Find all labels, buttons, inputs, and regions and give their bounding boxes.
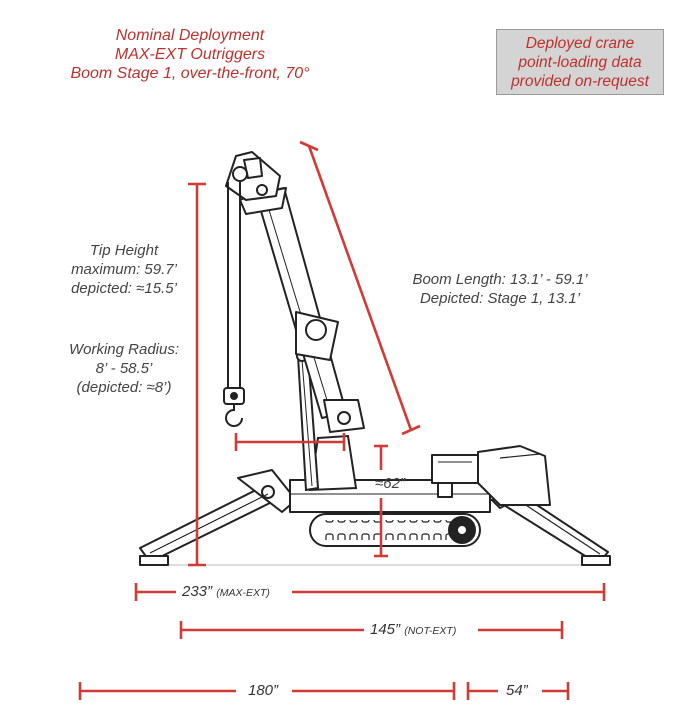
length-54-dimension: 54” bbox=[502, 682, 532, 700]
max-ext-qualifier: (MAX-EXT) bbox=[216, 587, 270, 599]
dimension-lines bbox=[78, 140, 606, 700]
crawler-track bbox=[309, 513, 481, 547]
length-180-dimension: 180” bbox=[244, 682, 283, 700]
boom-length-cap-top bbox=[299, 140, 319, 152]
tip-height-label: Tip Height maximum: 59.7’ depicted: ≈15.… bbox=[54, 241, 194, 298]
boom-length-line-2: Depicted: Stage 1, 13.1’ bbox=[419, 290, 581, 307]
diagram-title: Nominal Deployment MAX-EXT Outriggers Bo… bbox=[50, 26, 330, 83]
callout-line-1: Deployed crane bbox=[525, 35, 635, 52]
tip-height-line-1: Tip Height bbox=[89, 242, 159, 259]
tip-height-line-2: maximum: 59.7’ bbox=[71, 261, 177, 278]
title-line-2: MAX-EXT Outriggers bbox=[114, 46, 266, 63]
boom-head bbox=[225, 151, 281, 201]
not-ext-value: 145” bbox=[370, 621, 401, 638]
left-outrigger bbox=[139, 469, 297, 566]
boom-length-cap-bottom bbox=[401, 424, 421, 436]
max-ext-dimension: 233” (MAX-EXT) bbox=[178, 583, 274, 602]
not-ext-qualifier: (NOT-EXT) bbox=[404, 625, 457, 637]
boom-length-label: Boom Length: 13.1’ - 59.1’ Depicted: Sta… bbox=[390, 270, 610, 308]
callout-line-2: point-loading data bbox=[518, 54, 642, 71]
boom-length-line bbox=[307, 145, 413, 431]
not-ext-dimension: 145” (NOT-EXT) bbox=[366, 621, 461, 640]
working-radius-label: Working Radius: 8’ - 58.5’ (depicted: ≈8… bbox=[54, 340, 194, 397]
boom-length-line-1: Boom Length: 13.1’ - 59.1’ bbox=[412, 271, 588, 288]
max-ext-value: 233” bbox=[182, 583, 213, 600]
title-line-1: Nominal Deployment bbox=[115, 27, 265, 44]
title-line-3: Boom Stage 1, over-the-front, 70° bbox=[70, 65, 310, 82]
working-radius-line-1: Working Radius: bbox=[68, 341, 180, 358]
clearance-label: ≈62” bbox=[375, 475, 405, 492]
callout-line-3: provided on-request bbox=[511, 73, 649, 90]
working-radius-line-3: (depicted: ≈8’) bbox=[76, 379, 172, 396]
working-radius-line-2: 8’ - 58.5’ bbox=[95, 360, 153, 377]
tip-height-line-3: depicted: ≈15.5’ bbox=[71, 280, 177, 297]
hoist-hook bbox=[223, 182, 245, 427]
point-loading-callout: Deployed crane point-loading data provid… bbox=[496, 29, 664, 95]
